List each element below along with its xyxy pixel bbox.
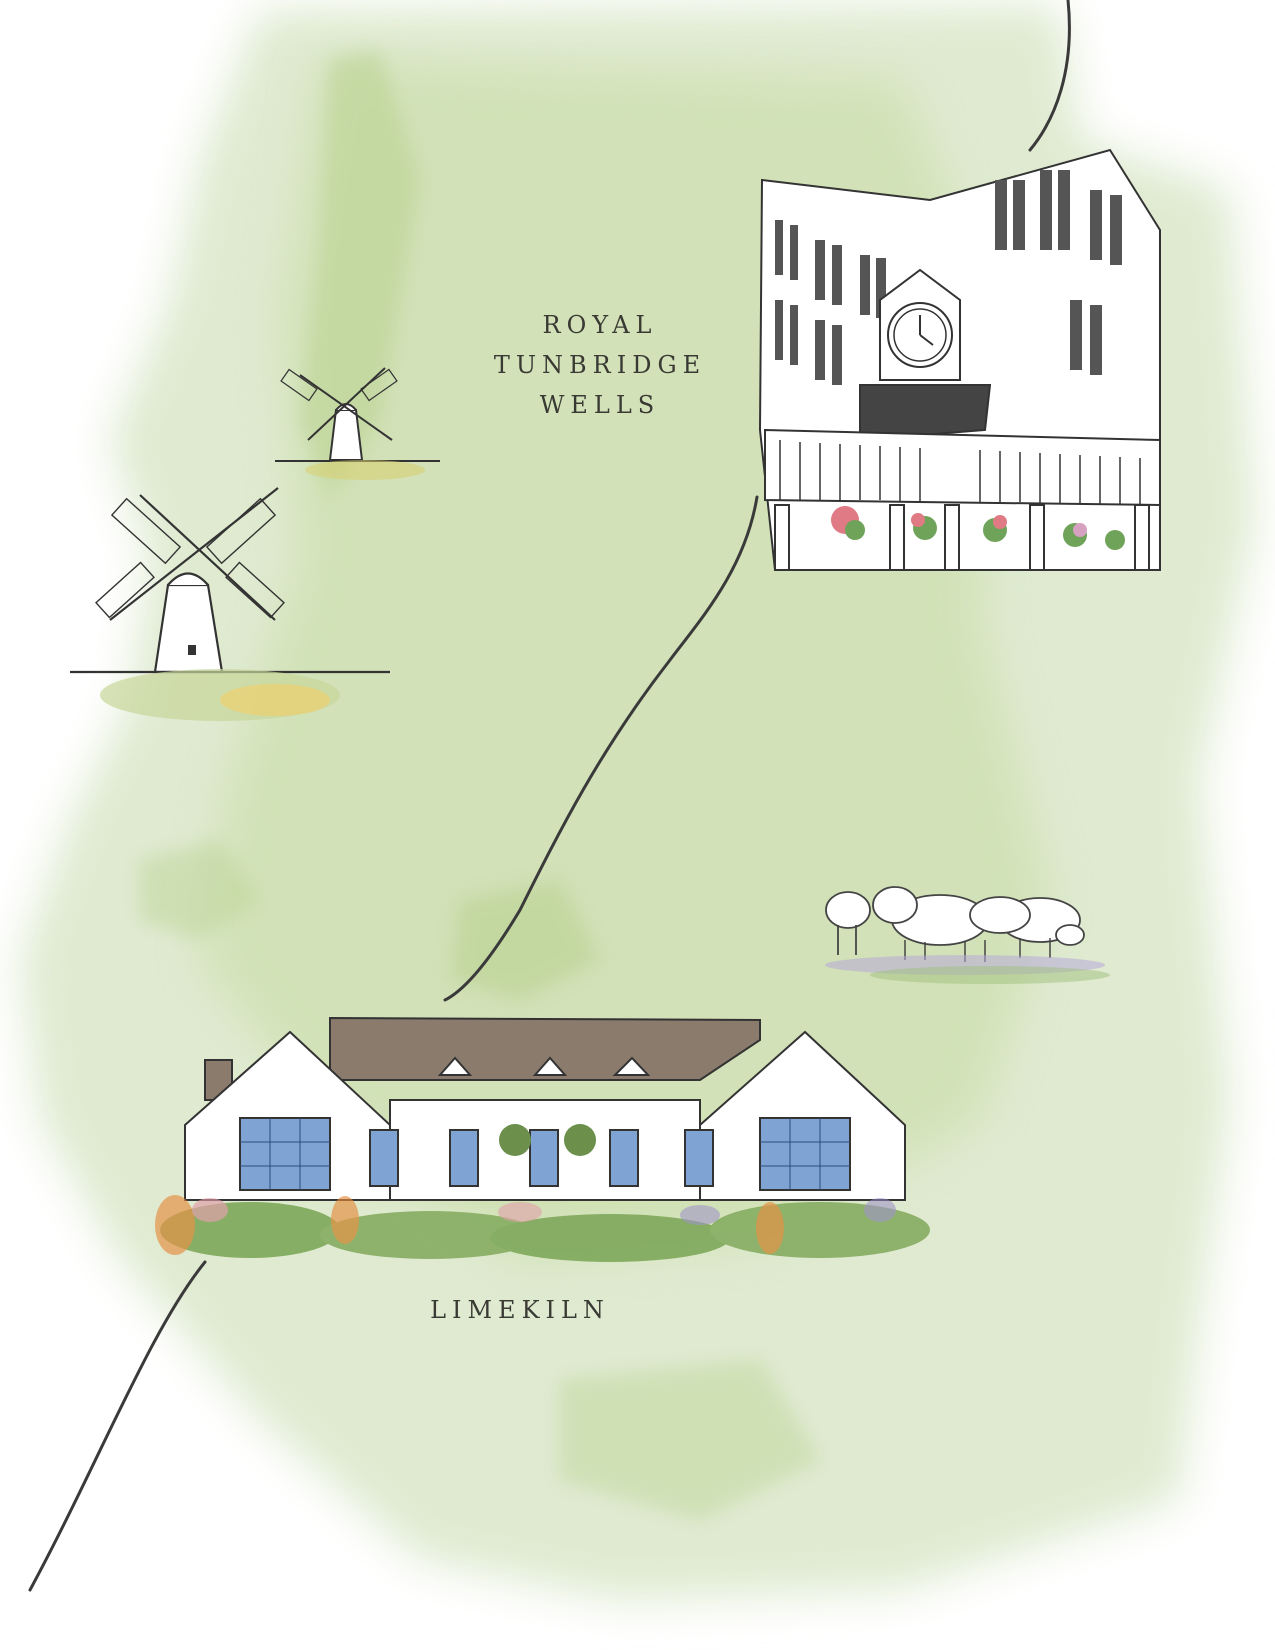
route-line-bottom (28, 1260, 207, 1592)
label-royal-tunbridge-wells: ROYAL TUNBRIDGE WELLS (470, 305, 730, 425)
route-line (443, 495, 759, 1002)
windmill-icon (70, 487, 390, 721)
label-limekiln: LIMEKILN (430, 1296, 610, 1324)
label-royal-line-1: ROYAL (542, 311, 658, 339)
label-royal-line-2: TUNBRIDGE (493, 351, 707, 379)
town-hall-clock-building (758, 148, 1161, 571)
limekiln-house (155, 1016, 930, 1262)
sheep-flock (825, 886, 1110, 984)
windmill-icon (275, 367, 440, 480)
label-royal-line-3: WELLS (539, 391, 661, 419)
route-line-top (1028, 0, 1071, 152)
